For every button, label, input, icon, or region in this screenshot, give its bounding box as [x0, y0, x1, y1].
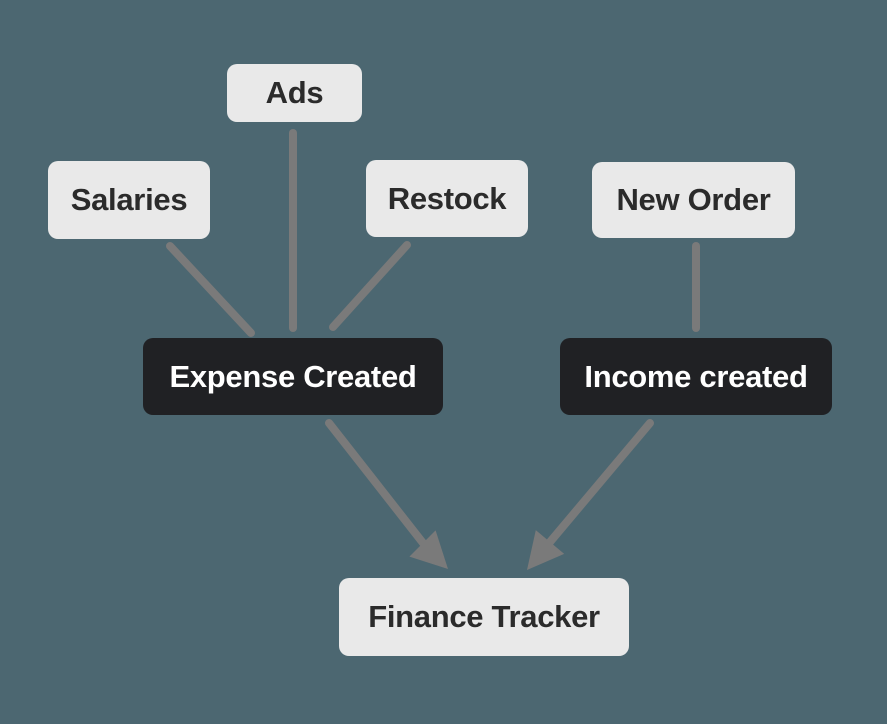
edge-shaft [325, 419, 427, 547]
node-label: Ads [265, 75, 324, 110]
node-income-created[interactable]: Income created [560, 338, 832, 415]
node-label: Finance Tracker [368, 599, 600, 634]
edge-expense-created-finance-tracker [325, 419, 448, 569]
node-label: New Order [616, 182, 771, 217]
edge-income-created-finance-tracker [527, 419, 654, 570]
edge-restock-expense-created [329, 241, 411, 331]
arrowhead-finance-right-icon [527, 530, 565, 570]
node-label: Income created [584, 358, 808, 394]
arrowhead-finance-left-icon [409, 530, 448, 569]
node-restock[interactable]: Restock [366, 160, 528, 237]
node-label: Expense Created [169, 358, 417, 394]
edge-salaries-expense-created [166, 242, 255, 337]
node-expense-created[interactable]: Expense Created [143, 338, 443, 415]
node-ads[interactable]: Ads [227, 64, 362, 122]
node-salaries[interactable]: Salaries [48, 161, 210, 239]
node-new-order[interactable]: New Order [592, 162, 795, 238]
node-label: Salaries [70, 182, 188, 217]
node-label: Restock [387, 180, 507, 216]
node-finance-tracker[interactable]: Finance Tracker [339, 578, 629, 656]
edge-shaft [546, 419, 654, 546]
